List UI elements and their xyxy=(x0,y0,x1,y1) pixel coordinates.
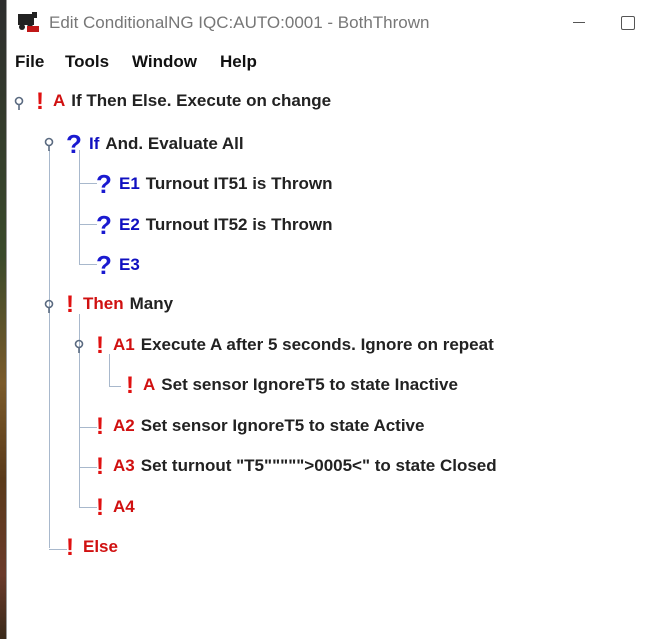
tree-line xyxy=(79,507,97,508)
node-description: Turnout IT51 is Thrown xyxy=(145,173,333,193)
maximize-button[interactable] xyxy=(613,10,643,36)
tree-line xyxy=(79,314,80,507)
question-icon: ? xyxy=(96,169,112,199)
node-code: A xyxy=(53,91,66,111)
tree-line xyxy=(79,264,97,265)
node-description: Execute A after 5 seconds. Ignore on rep… xyxy=(140,335,494,355)
node-code: A xyxy=(143,375,156,395)
title-bar[interactable]: Edit ConditionalNG IQC:AUTO:0001 - BothT… xyxy=(7,0,654,46)
tree-line xyxy=(109,354,110,386)
node-description: And. Evaluate All xyxy=(105,133,244,153)
node-code: E1 xyxy=(119,173,140,193)
node-code: Else xyxy=(83,537,118,557)
expand-handle-icon[interactable] xyxy=(72,339,86,353)
node-description: Many xyxy=(129,294,174,314)
menu-bar: File Tools Window Help xyxy=(7,48,654,78)
window-title: Edit ConditionalNG IQC:AUTO:0001 - BothT… xyxy=(49,13,430,32)
node-description: Turnout IT52 is Thrown xyxy=(145,214,333,234)
tree-line xyxy=(49,549,67,550)
node-code: Then xyxy=(83,294,124,314)
menu-window[interactable]: Window xyxy=(132,52,197,71)
desktop-background xyxy=(0,0,6,639)
expand-handle-icon[interactable] xyxy=(42,299,56,313)
tree-line xyxy=(79,183,97,184)
menu-tools[interactable]: Tools xyxy=(65,52,110,71)
question-icon: ? xyxy=(96,210,112,240)
minimize-button[interactable] xyxy=(565,10,595,36)
tree-node[interactable]: ! Else xyxy=(63,534,124,561)
question-icon: ? xyxy=(66,129,82,159)
question-icon: ? xyxy=(96,250,112,280)
node-code: E3 xyxy=(119,254,140,274)
exclamation-icon: ! xyxy=(96,453,104,480)
node-description: Set turnout "T5""""">0005<" to state Clo… xyxy=(140,456,497,476)
node-code: A2 xyxy=(113,416,135,436)
jmri-app-icon xyxy=(16,11,40,33)
exclamation-icon: ! xyxy=(126,372,134,399)
tree-line xyxy=(109,386,121,387)
tree-line xyxy=(49,150,50,548)
tree-node[interactable]: ? E3 xyxy=(95,250,146,280)
expand-handle-icon[interactable] xyxy=(12,96,26,110)
editor-window: Edit ConditionalNG IQC:AUTO:0001 - BothT… xyxy=(6,0,654,639)
node-description: Set sensor IgnoreT5 to state Active xyxy=(140,416,425,436)
node-code: If xyxy=(89,133,100,153)
exclamation-icon: ! xyxy=(66,534,74,561)
node-description: Set sensor IgnoreT5 to state Inactive xyxy=(161,375,458,395)
expand-handle-icon[interactable] xyxy=(42,137,56,151)
exclamation-icon: ! xyxy=(66,291,74,318)
tree-line xyxy=(79,467,97,468)
node-description: If Then Else. Execute on change xyxy=(71,91,332,111)
node-code: A4 xyxy=(113,497,135,517)
menu-file[interactable]: File xyxy=(15,52,45,71)
exclamation-icon: ! xyxy=(96,332,104,359)
exclamation-icon: ! xyxy=(96,494,104,521)
tree-line xyxy=(79,150,80,264)
exclamation-icon: ! xyxy=(96,413,104,440)
tree-line xyxy=(79,224,97,225)
tree-line xyxy=(79,427,97,428)
menu-help[interactable]: Help xyxy=(220,52,257,71)
tree-node[interactable]: ! A4 xyxy=(93,494,141,521)
node-code: A1 xyxy=(113,335,135,355)
node-code: E2 xyxy=(119,214,140,234)
node-code: A3 xyxy=(113,456,135,476)
exclamation-icon: ! xyxy=(36,88,44,115)
